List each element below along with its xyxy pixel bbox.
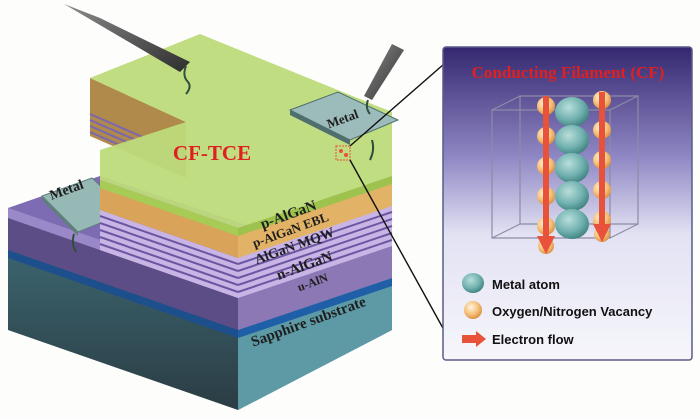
leg-marks bbox=[71, 139, 375, 253]
n-algan-layer bbox=[238, 246, 392, 330]
probe-tip-right bbox=[364, 44, 404, 115]
cf-inset: Conducting Filament (CF) bbox=[442, 46, 693, 361]
metal-pad-right-edge bbox=[290, 110, 350, 145]
legend: Metal atom Oxygen/Nitrogen Vacancy Elect… bbox=[462, 273, 653, 347]
legend-metal-atom-icon bbox=[462, 273, 484, 293]
legend-arrow-icon bbox=[462, 331, 486, 347]
cf-tce-layer bbox=[90, 34, 392, 228]
legend-metal-atom-label: Metal atom bbox=[492, 277, 560, 292]
cf-tce-front-edge bbox=[100, 180, 238, 236]
mqw-stripes bbox=[99, 215, 239, 293]
inset-title: Conducting Filament (CF) bbox=[472, 63, 665, 82]
aln-layer-front bbox=[8, 250, 238, 338]
mesa-right-stripes bbox=[237, 211, 393, 293]
legend-vacancy-label: Oxygen/Nitrogen Vacancy bbox=[492, 304, 653, 319]
metal-atom-column bbox=[555, 97, 589, 239]
metal-pad-left-edge bbox=[42, 196, 78, 236]
zoom-lines bbox=[349, 63, 445, 331]
cf-marker bbox=[335, 145, 351, 161]
n-algan-layer-front bbox=[8, 218, 238, 330]
cf-tce-right-edge bbox=[238, 176, 392, 236]
substrate-layer bbox=[238, 286, 392, 410]
legend-electron-flow-label: Electron flow bbox=[492, 332, 575, 347]
electron-flow-arrows bbox=[537, 92, 611, 254]
legend-vacancy-icon bbox=[464, 301, 482, 319]
probe-tip-left bbox=[64, 4, 191, 95]
device-stack: CF-TCE Metal Metal p-AlGaN p-AlGaN EBL A… bbox=[8, 4, 404, 410]
aln-layer bbox=[238, 278, 392, 338]
cf-tce-label: CF-TCE bbox=[173, 141, 251, 165]
